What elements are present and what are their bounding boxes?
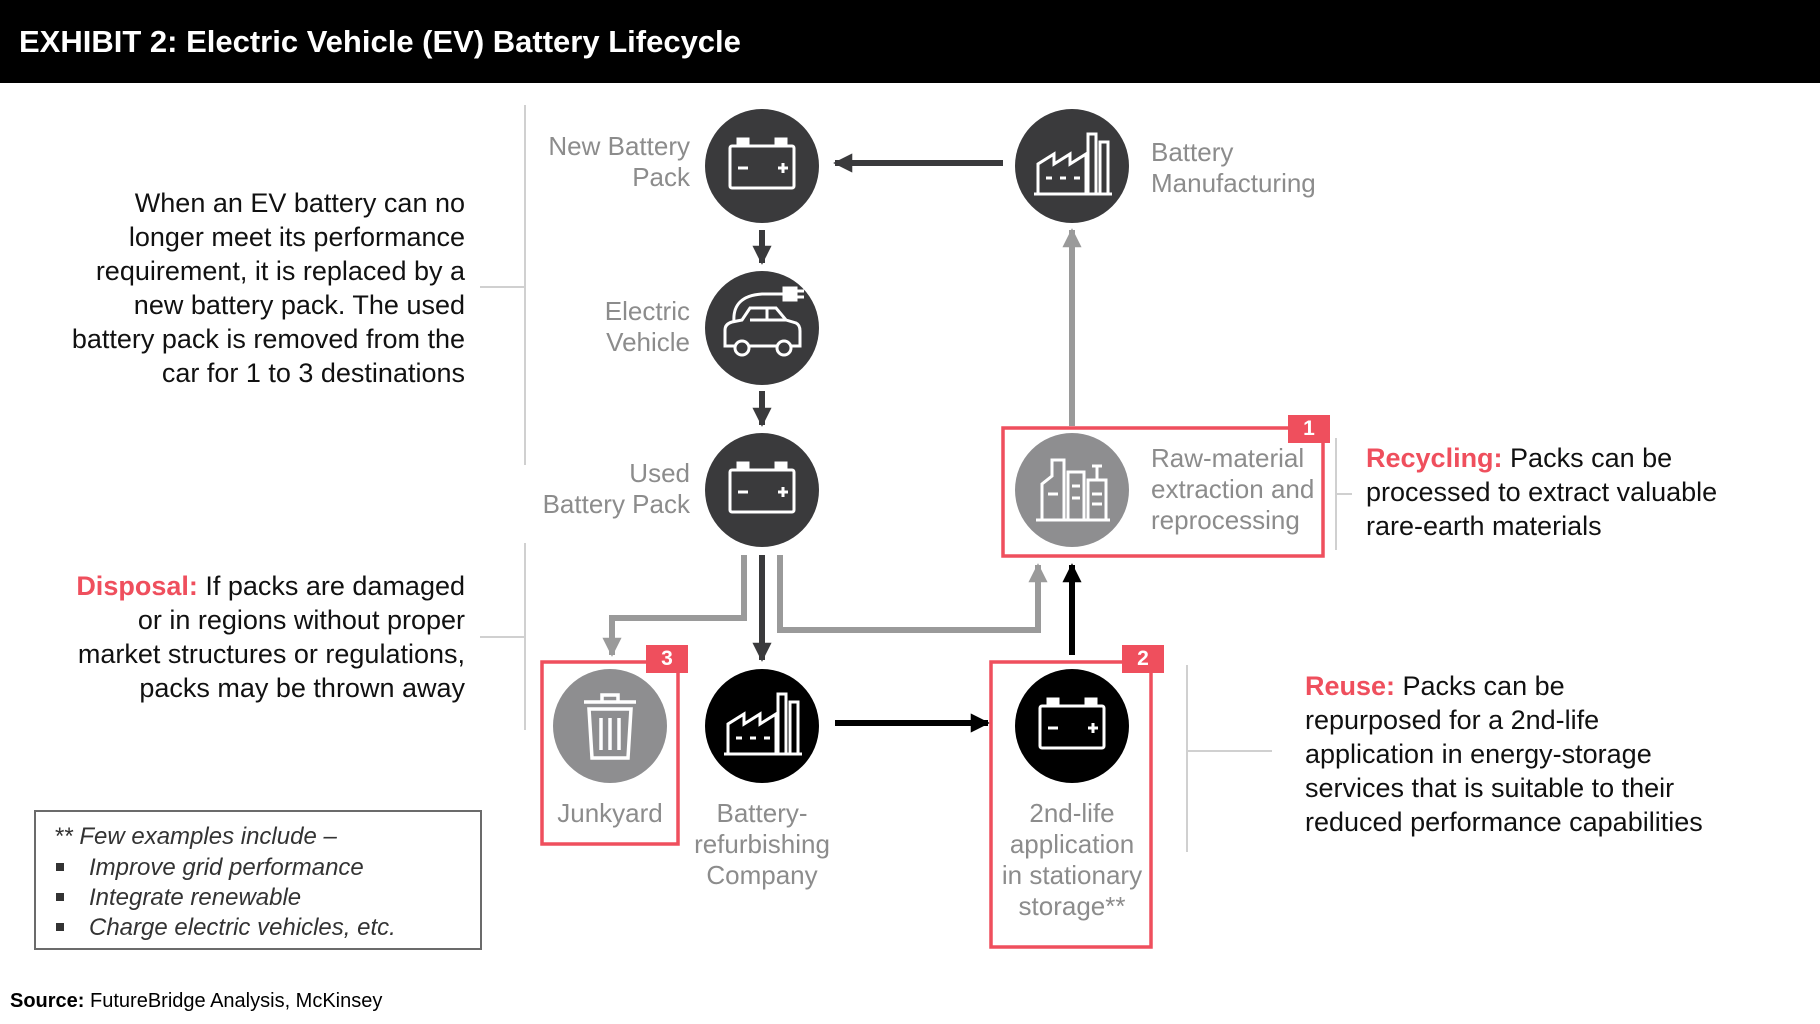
source-label: Source: (10, 990, 85, 1012)
title-bar (0, 0, 1820, 83)
refurbishing-circle (705, 669, 819, 783)
footnote-item: Improve grid performance (36, 853, 364, 883)
recycling-outline-box (1001, 426, 1325, 558)
new-battery-pack-circle (705, 109, 819, 223)
arrow-used-pack-to-raw-material (777, 555, 1048, 633)
battery-manufacturing-circle (1015, 109, 1129, 223)
bracket-lines (480, 105, 1352, 852)
recycling-annotation: Recycling: Packs can be processed to ext… (1366, 443, 1718, 541)
industrial-buildings-icon (1036, 458, 1110, 522)
reuse-annotation: Reuse: Packs can be repurposed for a 2nd… (1305, 671, 1703, 837)
reuse-heading: Reuse: (1305, 671, 1396, 701)
disposal-annotation: Disposal: If packs are damaged or in reg… (76, 571, 465, 703)
disposal-heading: Disposal: (76, 571, 198, 601)
junkyard-badge: 3 (646, 645, 688, 673)
arrow-used-pack-to-junkyard (602, 555, 747, 657)
electric-car-icon (723, 286, 804, 357)
second-life-outline-box (989, 660, 1153, 949)
footnote-box: ** Few examples include – Improve grid p… (34, 810, 482, 950)
junkyard-label: Junkyard (557, 798, 663, 828)
bullet-icon (56, 922, 64, 931)
source-line: Source: FutureBridge Analysis, McKinsey (10, 990, 383, 1012)
trash-can-icon (584, 693, 636, 760)
factory-icon (724, 692, 802, 756)
second-life-badge: 2 (1122, 645, 1164, 673)
second-life-circle (1015, 669, 1129, 783)
junkyard-outline-box (540, 660, 680, 846)
bullet-icon (56, 892, 64, 901)
used-battery-pack-circle (705, 433, 819, 547)
bullet-icon (56, 862, 64, 871)
intro-annotation: When an EV battery can no longer meet it… (71, 188, 465, 388)
battery-icon (728, 461, 796, 514)
electric-vehicle-circle (705, 271, 819, 385)
exhibit-title: EXHIBIT 2: Electric Vehicle (EV) Battery… (19, 24, 741, 59)
battery-icon (728, 137, 796, 190)
recycling-badge: 1 (1288, 415, 1330, 443)
recycling-heading: Recycling: (1366, 443, 1503, 473)
factory-icon (1034, 132, 1112, 196)
footnote-heading: ** Few examples include – (54, 823, 337, 850)
footnote-item: Integrate renewable (36, 883, 301, 913)
raw-material-circle (1015, 433, 1129, 547)
footnote-item: Charge electric vehicles, etc. (36, 913, 396, 943)
battery-icon (1038, 697, 1106, 750)
